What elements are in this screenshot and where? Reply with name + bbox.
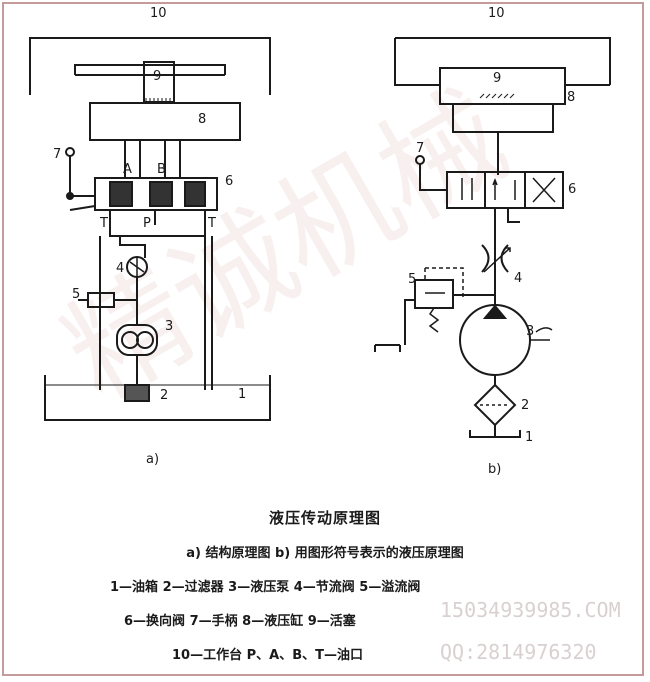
b-label-5: 5 — [408, 272, 416, 287]
b-relief-pilot — [424, 267, 464, 300]
a-pressure-line — [119, 236, 146, 258]
a-spool-1 — [109, 181, 133, 207]
a-sublabel: a) — [146, 452, 159, 467]
b-worktable-inner — [394, 38, 610, 86]
a-return-manifold — [109, 210, 206, 237]
b-label-6: 6 — [568, 182, 576, 197]
diagram-a-labels: 10 9 8 7 A B 6 T P T 4 5 3 2 1 a) — [53, 6, 246, 467]
a-label-5: 5 — [72, 287, 80, 302]
a-pump-gear-1 — [121, 331, 139, 349]
b-piston — [439, 67, 566, 105]
b-piston-hatch — [479, 93, 515, 99]
a-label-8: 8 — [198, 112, 206, 127]
a-label-1: 1 — [238, 387, 246, 402]
a-label-7: 7 — [53, 147, 61, 162]
b-relief-drain — [374, 299, 415, 352]
b-label-10: 10 — [488, 6, 505, 21]
b-pump-arrow — [482, 304, 508, 319]
a-label-6: 6 — [225, 174, 233, 189]
b-handle-lever — [419, 164, 447, 191]
a-label-A: A — [123, 162, 132, 177]
a-label-2: 2 — [160, 388, 168, 403]
figure-subtitle: a) 结构原理图 b) 用图形符号表示的液压原理图 — [186, 546, 464, 561]
b-return-stub — [507, 208, 520, 223]
a-label-B: B — [157, 162, 166, 177]
b-label-9: 9 — [493, 71, 501, 86]
a-label-3: 3 — [165, 319, 173, 334]
a-filter — [124, 384, 150, 402]
diagram-b-labels: 10 9 8 7 6 4 5 3 2 1 b) — [408, 6, 576, 477]
b-throttle-arrow — [483, 247, 511, 273]
a-port-lines — [124, 140, 181, 178]
b-label-1: 1 — [525, 430, 533, 445]
b-pump-drive — [530, 327, 553, 341]
b-handle-knob — [415, 155, 425, 165]
hydraulic-diagrams: 10 9 8 7 A B 6 T P T 4 5 3 2 1 a) 10 9 8… — [29, 6, 611, 477]
a-label-T-left: T — [99, 216, 108, 231]
figure-title: 液压传动原理图 — [268, 509, 381, 527]
b-valve — [446, 171, 564, 209]
diagram-a — [29, 37, 271, 421]
a-worktable-outline — [29, 37, 271, 95]
a-piston-hatch — [145, 98, 171, 103]
legend-line-3: 10—工作台 P、A、B、T—油口 — [172, 648, 363, 663]
a-worktable-inner — [29, 74, 225, 95]
b-valve-cross — [532, 177, 556, 203]
a-handle-knob — [65, 147, 75, 157]
image-border — [2, 2, 644, 676]
a-worktable-rail — [74, 64, 226, 75]
watermark-line1: 15034939985.COM — [440, 598, 621, 622]
b-valve-arrows-2 — [492, 177, 516, 200]
b-tank — [469, 425, 521, 438]
a-label-10: 10 — [150, 6, 167, 21]
b-label-4: 4 — [514, 271, 522, 286]
a-handle-pivot — [66, 192, 74, 200]
a-cylinder — [89, 102, 241, 141]
b-worktable-outline — [395, 37, 611, 85]
a-handle-lever — [69, 156, 95, 197]
b-label-7: 7 — [416, 141, 424, 156]
a-handle-link — [69, 205, 96, 211]
a-throttle-mark — [129, 257, 145, 277]
b-label-3: 3 — [526, 324, 534, 339]
b-relief-valve — [414, 279, 454, 309]
diagram-b — [374, 37, 611, 438]
a-tank — [44, 375, 271, 421]
a-label-T-right: T — [207, 216, 216, 231]
a-pump-gear-2 — [136, 331, 154, 349]
b-valve-dividers — [484, 172, 526, 208]
b-sublabel: b) — [488, 462, 501, 477]
b-label-8: 8 — [567, 90, 575, 105]
a-spool-3 — [184, 181, 206, 207]
a-label-P: P — [143, 216, 151, 231]
a-return-lines — [99, 236, 213, 390]
b-label-2: 2 — [521, 398, 529, 413]
b-throttle — [481, 244, 509, 273]
watermark-line2: QQ:2814976320 — [440, 640, 597, 664]
a-label-4: 4 — [116, 261, 124, 276]
a-spool-2 — [149, 181, 173, 207]
legend-line-1: 1—油箱 2—过滤器 3—液压泵 4—节流阀 5—溢流阀 — [110, 580, 421, 595]
legend-line-2: 6—换向阀 7—手柄 8—液压缸 9—活塞 — [124, 614, 356, 629]
b-relief-spring — [428, 307, 440, 333]
b-cylinder — [452, 103, 554, 133]
b-valve-arrows-1 — [461, 178, 473, 200]
a-label-9: 9 — [153, 69, 161, 84]
